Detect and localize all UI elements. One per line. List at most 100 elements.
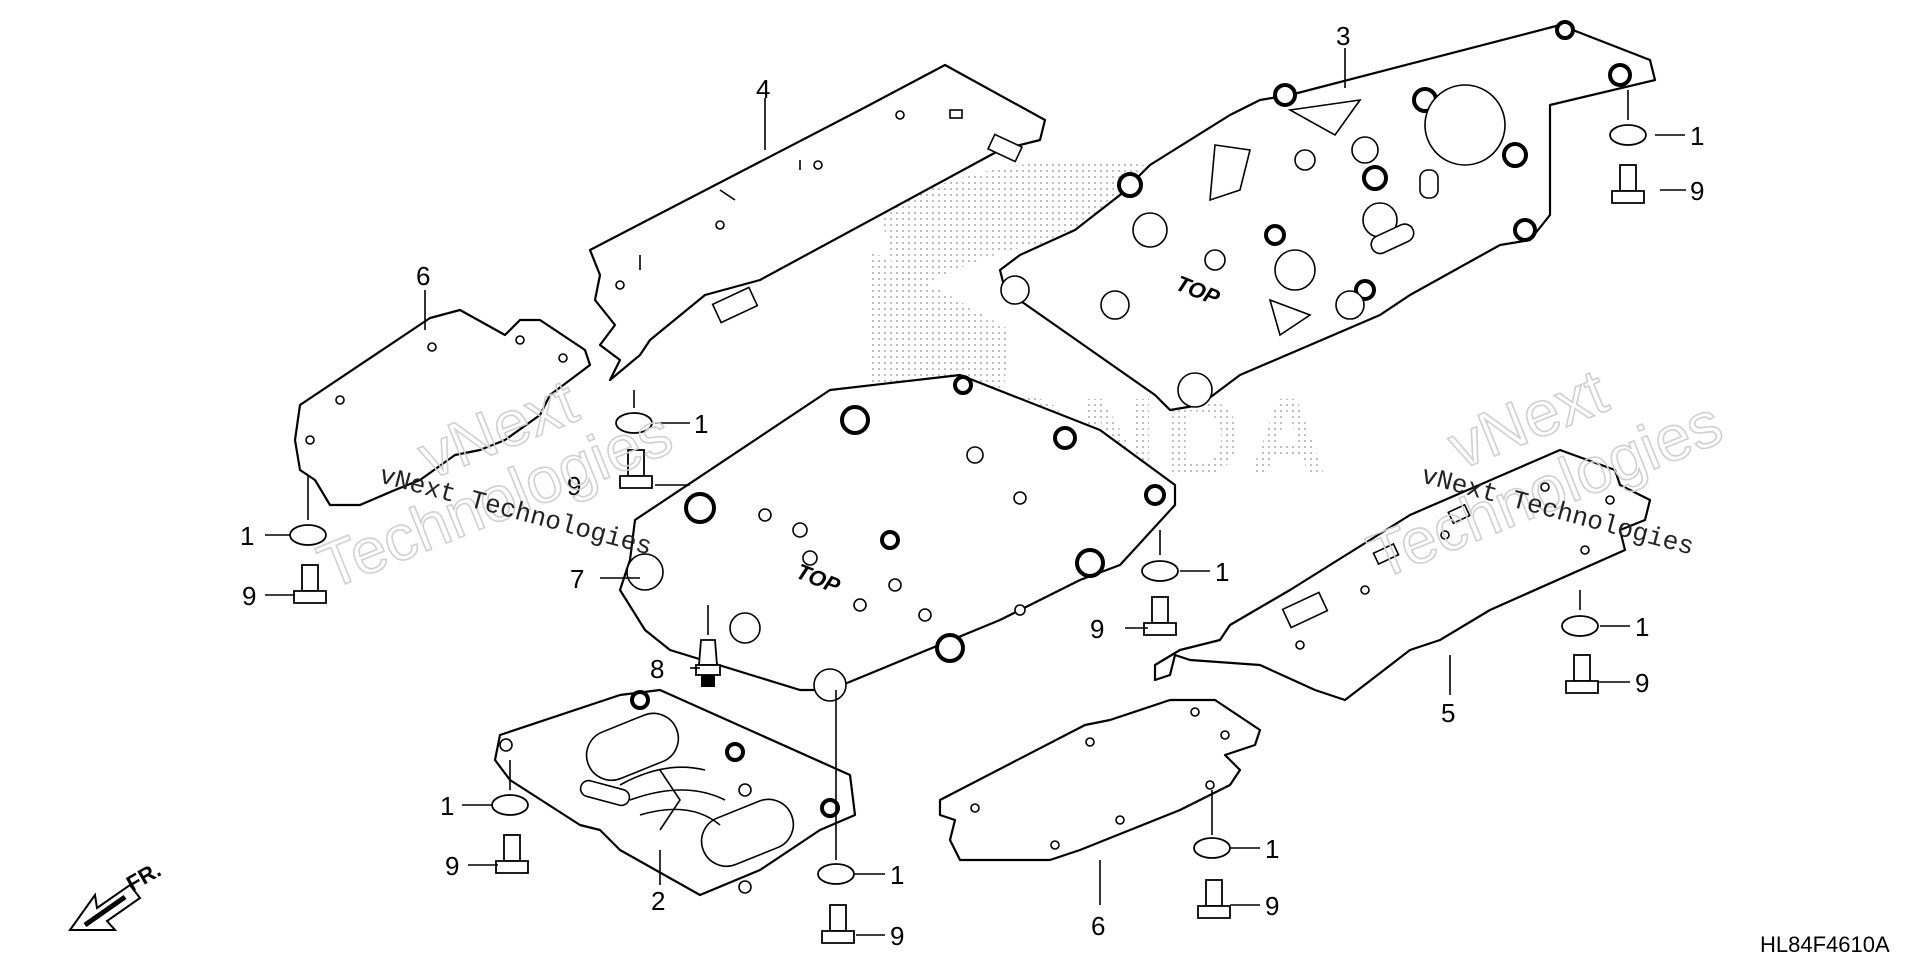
grommet (1193, 837, 1231, 859)
grommet-hole (840, 405, 870, 435)
round-hole (729, 612, 761, 644)
round-hole (1335, 290, 1365, 320)
callout-2: 2 (651, 886, 665, 916)
round-hole (515, 335, 525, 345)
grommet (491, 794, 529, 816)
part-3-rear-skid-plate: TOP (998, 20, 1657, 412)
round-hole (427, 342, 437, 352)
grommet (1609, 124, 1647, 146)
round-hole (1050, 840, 1060, 850)
round-hole (888, 578, 902, 592)
slot-cutout (579, 779, 631, 807)
round-hole (615, 280, 625, 290)
round-hole (758, 508, 772, 522)
leader-lines (265, 48, 1686, 936)
callout-7: 7 (570, 564, 584, 594)
grommet-hole (1513, 218, 1537, 242)
round-hole (1205, 780, 1215, 790)
round-hole (1540, 482, 1550, 492)
grommet-hole (1264, 224, 1286, 246)
grommet-hole (935, 633, 965, 663)
round-hole (1274, 249, 1316, 291)
callout-1: 1 (1635, 612, 1649, 642)
diagram-code: HL84F4610A (1760, 932, 1890, 957)
round-hole (1295, 640, 1305, 650)
bolt-set (293, 164, 1645, 944)
callout-9: 9 (890, 921, 904, 951)
round-hole (853, 598, 867, 612)
callout-1: 1 (440, 791, 454, 821)
slot-cutout (1419, 169, 1439, 199)
bolt (1197, 879, 1231, 919)
arrow-left-icon (68, 883, 142, 931)
round-hole (1360, 585, 1370, 595)
grommet-hole (1354, 279, 1376, 301)
round-hole (1100, 290, 1130, 320)
callout-4: 4 (756, 74, 770, 104)
round-hole (1605, 495, 1615, 505)
triangular-cutout (1268, 298, 1312, 337)
bolt (1611, 164, 1645, 204)
part-5-right-skid-plate (1153, 448, 1652, 702)
grommet-hole (1555, 20, 1575, 40)
callout-9: 9 (1090, 614, 1104, 644)
round-hole (626, 553, 664, 591)
round-hole (1294, 149, 1316, 171)
callout-9: 9 (1690, 176, 1704, 206)
oval-cutout (585, 712, 680, 782)
grommet-hole (630, 690, 650, 710)
grommet-hole (1117, 172, 1143, 198)
round-hole (1000, 275, 1030, 305)
grommet-hole (684, 492, 716, 524)
part-4-side-skid-plate (588, 63, 1047, 382)
slot-cutout (949, 109, 963, 119)
slot-cutout (1447, 503, 1471, 525)
round-hole (1085, 737, 1095, 747)
grommet-hole (880, 530, 900, 550)
round-hole (305, 435, 315, 445)
slot-cutout (1372, 542, 1400, 566)
front-direction-arrow: FR. (68, 857, 165, 931)
round-hole (813, 668, 847, 702)
round-hole (813, 160, 823, 170)
round-hole (1190, 707, 1200, 717)
round-hole (1115, 815, 1125, 825)
round-hole (1440, 530, 1450, 540)
bolt (293, 564, 327, 604)
grommet (615, 412, 653, 434)
round-hole (1351, 136, 1379, 164)
callout-9: 9 (1265, 891, 1279, 921)
triangular-cutout (1287, 98, 1362, 137)
push-clip (695, 639, 721, 687)
callouts: 3 4 6 7 8 1 9 1 9 1 9 1 9 1 9 5 1 9 2 1 … (240, 21, 1704, 951)
part-7-center-skid-plate: TOP (618, 373, 1177, 702)
bolt (495, 834, 529, 874)
part-2-front-skid-plate (493, 688, 857, 897)
oval-cutout (700, 798, 795, 868)
grommet (1141, 560, 1179, 582)
slot-cutout (711, 286, 759, 324)
grommet-hole (725, 742, 745, 762)
grommet-hole (953, 375, 973, 395)
callout-9: 9 (242, 581, 256, 611)
round-hole (738, 880, 752, 894)
grommet-hole (1502, 142, 1528, 168)
bolt (1565, 654, 1599, 694)
callout-9: 9 (445, 851, 459, 881)
grommet-hole (820, 798, 840, 818)
round-hole (895, 110, 905, 120)
callout-3: 3 (1336, 21, 1350, 51)
round-hole (966, 446, 984, 464)
round-hole (1220, 730, 1230, 740)
callout-9: 9 (1635, 668, 1649, 698)
round-hole (1132, 212, 1168, 248)
callout-9: 9 (567, 471, 581, 501)
callout-1: 1 (1690, 121, 1704, 151)
round-hole (715, 220, 725, 230)
grommet-hole (1053, 426, 1077, 450)
round-hole (802, 550, 818, 566)
round-hole (792, 522, 808, 538)
grommet-hole (1144, 484, 1166, 506)
grommet-set (289, 124, 1647, 885)
round-hole (738, 783, 752, 797)
